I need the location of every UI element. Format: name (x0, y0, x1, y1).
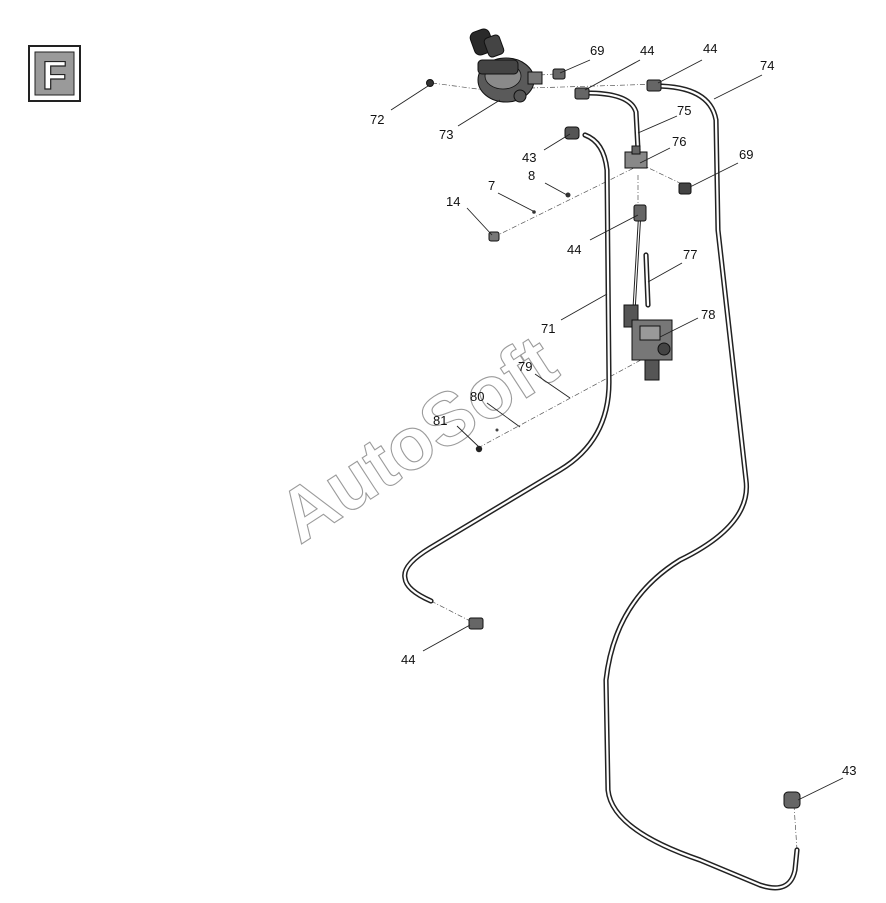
leader-lines (390, 59, 844, 801)
callout-81: 81 (433, 413, 447, 428)
callout-44-bottom: 44 (401, 652, 415, 667)
valve-block (623, 304, 673, 381)
callout-43-top: 43 (522, 150, 536, 165)
callout-14: 14 (446, 194, 460, 209)
callout-76: 76 (672, 134, 686, 149)
fittings (426, 68, 801, 809)
hoses (402, 83, 800, 891)
callout-43-bottom: 43 (842, 763, 856, 778)
reservoir-assembly (469, 28, 543, 103)
callout-79: 79 (518, 359, 532, 374)
callout-8: 8 (528, 168, 535, 183)
section-letter: F (42, 54, 66, 98)
callout-80: 80 (470, 389, 484, 404)
callout-77: 77 (683, 247, 697, 262)
callout-44-top-left: 44 (640, 43, 654, 58)
callout-69-right: 69 (739, 147, 753, 162)
callout-78: 78 (701, 307, 715, 322)
callout-44-mid: 44 (567, 242, 581, 257)
callout-72: 72 (370, 112, 384, 127)
callout-labels: 72 73 69 44 44 74 75 76 69 43 8 7 14 44 … (370, 41, 856, 778)
callout-71: 71 (541, 321, 555, 336)
callout-44-top-right: 44 (703, 41, 717, 56)
section-badge: F (28, 45, 81, 102)
callout-69-top: 69 (590, 43, 604, 58)
callout-75: 75 (677, 103, 691, 118)
callout-74: 74 (760, 58, 774, 73)
callout-7: 7 (488, 178, 495, 193)
callout-73: 73 (439, 127, 453, 142)
watermark: AutoSoft (264, 319, 571, 559)
